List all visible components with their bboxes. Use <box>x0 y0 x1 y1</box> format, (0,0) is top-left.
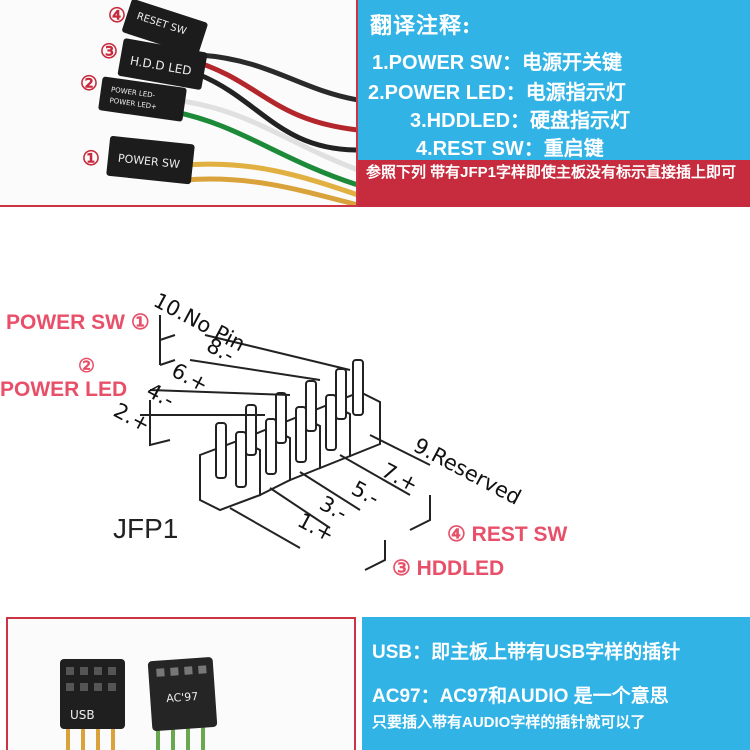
legend-note: 参照下列 带有JFP1字样即使主板没有标示直接插上即可 <box>358 160 750 207</box>
bottom-legend: USB：即主板上带有USB字样的插针 AC97：AC97和AUDIO 是一个意思… <box>362 617 750 750</box>
connector-photo: RESET SW H.D.D LED POWER LED- POWER LED+… <box>0 0 358 207</box>
legend-row-power-sw: 1.POWER SW：电源开关键 <box>372 52 623 74</box>
hddled-label: ③ HDDLED <box>392 557 505 580</box>
jfp1-pin-diagram: 10.No Pin 8.- 6.+ 4.- 2.+ 9.Reserved 7.+… <box>0 210 750 610</box>
usb-header-block <box>60 659 125 729</box>
pin-label-9: 9.Reserved <box>410 433 525 509</box>
pin-label-4: 4.- <box>143 378 179 412</box>
marker-4: ④ <box>108 5 126 27</box>
legend-meaning: 重启键 <box>543 138 604 160</box>
marker-2: ② <box>80 73 98 95</box>
header-photo: USB AC'97 <box>6 617 356 750</box>
power-led-marker: ② <box>78 356 96 377</box>
jfp1-header-drawing: 10.No Pin 8.- 6.+ 4.- 2.+ 9.Reserved 7.+… <box>110 288 525 571</box>
legend-term: 2.POWER LED <box>368 82 506 104</box>
legend-meaning: 电源开关键 <box>522 52 623 74</box>
ac97-explanation: AC97：AC97和AUDIO 是一个意思 <box>372 686 669 707</box>
usb-header-text: USB <box>70 708 95 722</box>
legend-term: 4.REST SW <box>416 138 524 160</box>
power-led-label: POWER LED <box>0 378 128 401</box>
legend-meaning: 硬盘指示灯 <box>530 110 631 132</box>
reset-sw-connector: RESET SW <box>122 0 208 56</box>
power-sw-text: POWER SW <box>117 152 180 171</box>
power-sw-label: POWER SW ① <box>6 311 150 334</box>
pin-label-2: 2.+ <box>110 398 155 437</box>
power-sw-connector: POWER SW <box>106 136 195 185</box>
legend-row-power-led: 2.POWER LED：电源指示灯 <box>368 82 626 104</box>
legend-row-hddled: 3.HDDLED：硬盘指示灯 <box>410 110 631 132</box>
rest-sw-label: ④ REST SW <box>447 523 568 546</box>
legend-term: 1.POWER SW <box>372 52 503 74</box>
legend-row-rest-sw: 4.REST SW：重启键 <box>416 138 604 160</box>
translation-legend: 翻译注释: 1.POWER SW：电源开关键 2.POWER LED：电源指示灯… <box>358 0 750 160</box>
hdd-led-connector: H.D.D LED <box>117 38 208 90</box>
legend-meaning: 电源指示灯 <box>525 82 626 104</box>
legend-term: 3.HDDLED <box>410 110 511 132</box>
audio-explanation: 只要插入带有AUDIO字样的插针就可以了 <box>372 714 646 731</box>
legend-title: 翻译注释: <box>370 13 472 39</box>
marker-3: ③ <box>100 41 118 63</box>
usb-explanation: USB：即主板上带有USB字样的插针 <box>372 642 681 663</box>
pin-label-7: 7.+ <box>378 458 423 497</box>
jfp1-header-name: JFP1 <box>113 513 178 544</box>
marker-1: ① <box>82 148 100 170</box>
power-led-connector: POWER LED- POWER LED+ <box>98 76 187 122</box>
ac97-header-block <box>147 657 218 731</box>
connector-cables-illustration: RESET SW H.D.D LED POWER LED- POWER LED+… <box>80 0 356 205</box>
usb-ac97-headers-illustration: USB AC'97 <box>60 657 218 750</box>
ac97-header-text: AC'97 <box>166 690 199 705</box>
